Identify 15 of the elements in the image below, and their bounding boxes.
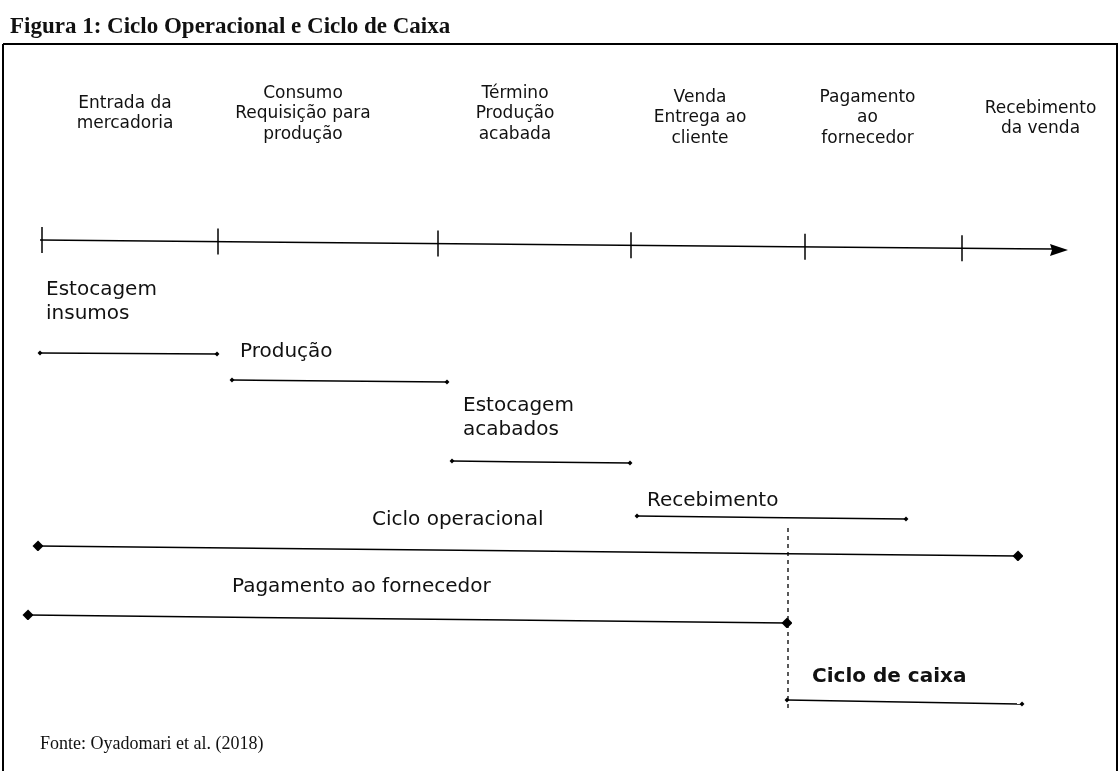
period-label: Pagamento ao fornecedor [232,573,491,597]
period-label: Estocagem insumos [46,276,158,324]
period-label: Recebimento [647,487,779,511]
figure-title: Figura 1: Ciclo Operacional e Ciclo de Caixa [10,12,451,40]
event-label: Consumo Requisição para produção [234,82,372,144]
event-label: Entrada da mercadoria [75,92,175,133]
event-label: Recebimento da venda [983,97,1098,138]
source-caption: Fonte: Oyadomari et al. (2018) [40,733,264,755]
event-label: Término Produção acabada [474,82,556,144]
period-label: Estocagem acabados [463,392,575,440]
period-label: Produção [240,338,333,362]
period-label: Ciclo operacional [372,506,544,530]
event-label: Venda Entrega ao cliente [652,86,748,148]
event-label: Pagamento ao fornecedor [818,86,917,148]
period-label: Ciclo de caixa [812,663,967,687]
